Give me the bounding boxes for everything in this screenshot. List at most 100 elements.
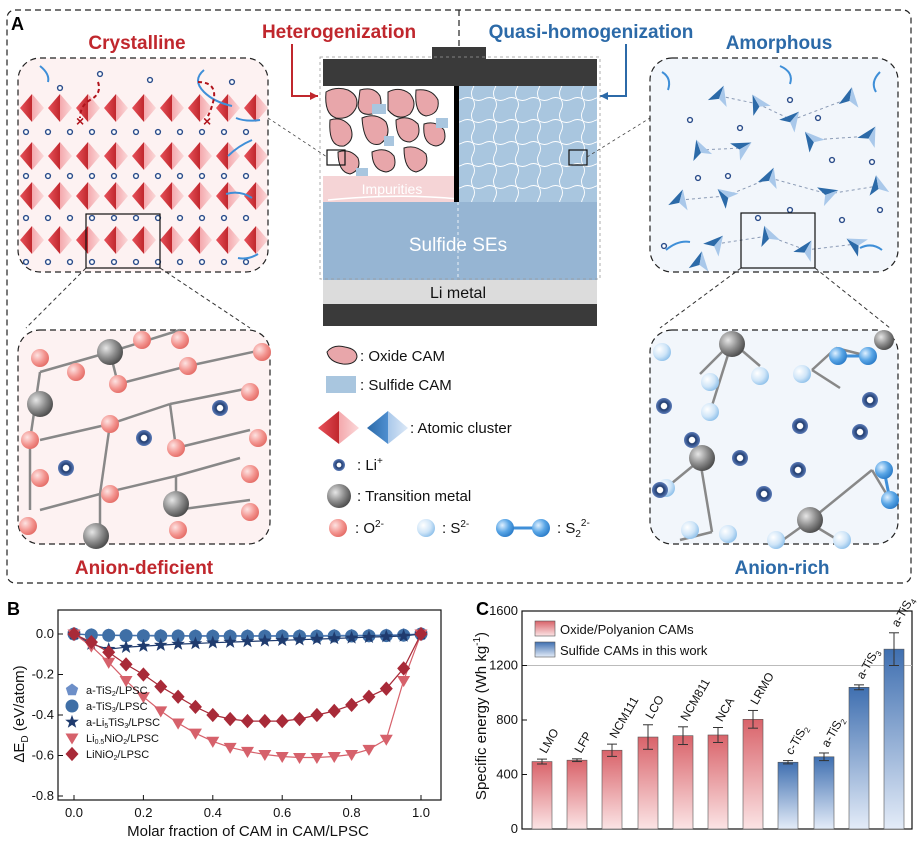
panel-b-point — [84, 634, 98, 650]
li-ion-dot — [786, 206, 794, 214]
panel-b-point — [327, 631, 342, 645]
sulfur-atom — [701, 403, 719, 421]
panel-c-letter: C — [476, 599, 489, 619]
li-ion-dot — [220, 172, 228, 180]
li-ion-dot — [88, 214, 96, 222]
panel-b-legend-marker — [65, 733, 79, 745]
panel-b-xtick-label: 0.2 — [134, 805, 152, 820]
panel-b-point — [119, 629, 133, 643]
li-ion-atom — [852, 424, 868, 440]
panel-b-legend-marker — [65, 714, 79, 728]
li-ion-icon — [333, 459, 345, 471]
panel-b-point — [171, 636, 185, 650]
li-ion-dot — [828, 156, 836, 164]
panel-b-point — [102, 657, 116, 669]
li-ion-dot — [220, 258, 228, 266]
li-ion-dot — [242, 172, 250, 180]
red-cluster-shape — [76, 182, 88, 210]
panel-b-point — [223, 711, 237, 727]
panel-b-point — [345, 697, 359, 713]
red-cluster-shape — [188, 226, 200, 254]
red-cluster-shape — [172, 94, 184, 122]
panel-b-ytick-label: -0.8 — [32, 788, 54, 803]
li-ion-dot — [110, 128, 118, 136]
panel-b-point — [414, 626, 428, 642]
panel-c-bar — [707, 734, 729, 830]
panel-c-ytick-label: 1600 — [489, 603, 518, 618]
panel-b-legend-label: Li0.5NiO2/LPSC — [86, 733, 159, 746]
panel-c-legend-oxide-swatch — [534, 620, 556, 637]
red-cluster-shape — [228, 226, 240, 254]
oxygen-atom — [109, 375, 127, 393]
oxygen-atom — [241, 503, 259, 521]
red-cluster-shape — [104, 182, 116, 210]
li-ion-dot — [66, 172, 74, 180]
blue-cluster-shape — [730, 142, 752, 161]
li-ion-dot — [22, 214, 30, 222]
anion-deficient-box — [17, 328, 271, 549]
quasi-homogenization-title: Quasi-homogenization — [489, 22, 694, 43]
red-cluster-shape — [32, 182, 44, 210]
red-cluster-shape — [48, 142, 60, 170]
red-cluster-shape — [20, 94, 32, 122]
blue-cluster-shape — [752, 94, 771, 116]
li-ion-dot — [686, 116, 694, 124]
panel-c-legend-sulfide: Sulfide CAMs in this work — [560, 643, 708, 658]
panel-b-legend-marker — [65, 683, 79, 696]
sulfide-cam-fragment — [436, 118, 448, 128]
panel-b-xtick-label: 0.0 — [65, 805, 83, 820]
panel-b-point — [136, 639, 151, 652]
panel-b-point — [362, 689, 376, 704]
oxide-cam-particle — [371, 149, 396, 173]
blue-cluster-shape — [857, 126, 876, 148]
red-cluster-shape — [244, 226, 256, 254]
panel-c-bar-label: a-TiS2 — [818, 714, 848, 751]
red-cluster-shape — [104, 94, 116, 122]
li-ion-atom — [212, 400, 228, 416]
panel-c-bar — [566, 759, 588, 830]
li-ion-dot — [176, 258, 184, 266]
panel-c-bar-label: LFP — [571, 729, 594, 755]
oxide-cam-icon — [326, 345, 358, 365]
blue-cluster-shape — [793, 240, 812, 262]
transition-metal-atom — [83, 523, 109, 549]
li-ion-dot — [88, 258, 96, 266]
red-cluster-shape — [228, 142, 240, 170]
panel-b-ytick-label: -0.2 — [32, 667, 54, 682]
panel-b-point — [345, 749, 359, 761]
red-cluster-shape — [32, 94, 44, 122]
red-cluster-shape — [88, 226, 100, 254]
panel-c-legend-oxide: Oxide/Polyanion CAMs — [560, 622, 694, 637]
red-cluster-shape — [104, 142, 116, 170]
red-cluster-shape — [116, 94, 128, 122]
oxygen-atom — [21, 431, 39, 449]
red-cluster-shape — [188, 94, 200, 122]
li-ion-dot — [96, 70, 104, 78]
red-cluster-shape — [228, 182, 240, 210]
panel-b-point — [223, 634, 237, 648]
sulfur-atom — [793, 365, 811, 383]
li-ion-dot — [786, 96, 794, 104]
li-ion-dot — [66, 214, 74, 222]
oxygen-atom — [31, 349, 49, 367]
blue-cluster-shape — [804, 131, 825, 153]
li-ion-dot — [110, 214, 118, 222]
legend-s2: : S22- — [557, 518, 590, 540]
li-ion-dot — [724, 172, 732, 180]
panel-b-point — [275, 633, 290, 647]
oxygen-atom — [31, 469, 49, 487]
red-cluster-shape — [76, 142, 88, 170]
disulfide-icon — [496, 519, 550, 537]
red-cluster-shape — [188, 182, 200, 210]
red-cluster-shape — [160, 94, 172, 122]
amorphous-lattice-box — [649, 57, 899, 273]
oxygen-atom — [101, 485, 119, 503]
red-cluster-shape — [216, 142, 228, 170]
panel-c-legend-sulfide-swatch — [534, 641, 556, 658]
panel-c-ytick-label: 400 — [496, 767, 518, 782]
panel-b-ytick-label: 0.0 — [36, 626, 54, 641]
panel-c-bar — [672, 735, 694, 830]
sulfur-atom — [833, 531, 851, 549]
panel-b-point — [102, 645, 116, 660]
li-ion-dot — [736, 124, 744, 132]
